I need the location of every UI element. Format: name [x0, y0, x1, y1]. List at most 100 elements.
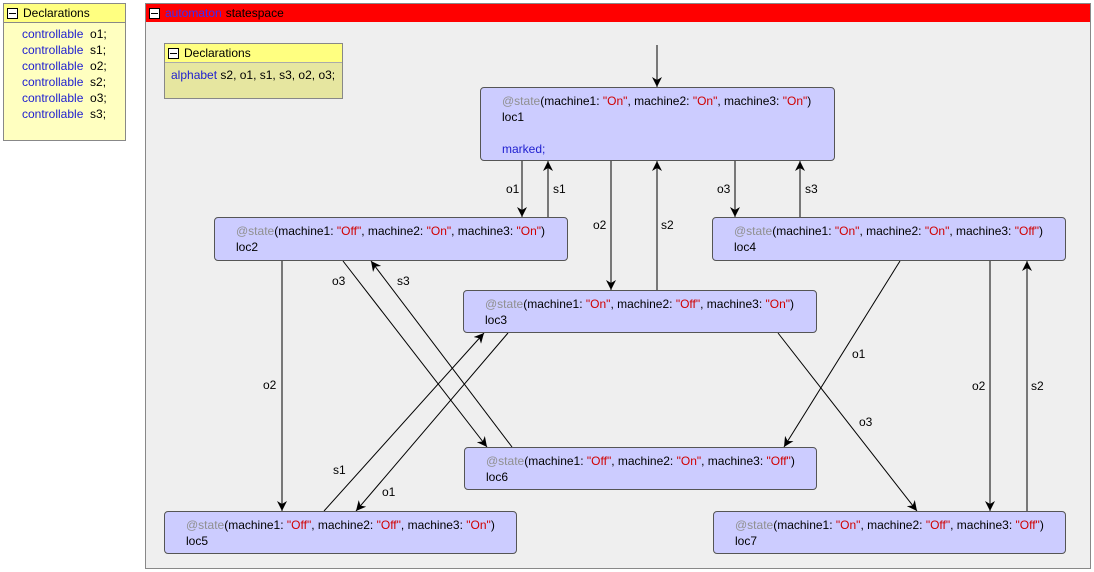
- machine1-value: "On": [834, 224, 860, 238]
- state-keyword: @state: [485, 297, 524, 311]
- machine2-value: "On": [676, 454, 702, 468]
- state-text: , machine2:: [859, 224, 925, 238]
- location-name: loc2: [236, 240, 259, 254]
- state-text: (machine1:: [224, 518, 287, 532]
- state-text: , machine2:: [627, 94, 693, 108]
- state-text: , machine3:: [701, 454, 767, 468]
- edge-label[interactable]: s2: [661, 218, 674, 232]
- spacer: [502, 125, 834, 141]
- declaration-line: controllable o1;: [22, 26, 125, 42]
- controllable-keyword: controllable: [22, 27, 84, 41]
- machine3-value: "On": [782, 94, 808, 108]
- state-text: ): [541, 224, 546, 238]
- controllable-keyword: controllable: [22, 59, 84, 73]
- state-text: , machine3:: [451, 224, 517, 238]
- declaration-line: controllable s1;: [22, 42, 125, 58]
- state-text: , machine2:: [311, 518, 377, 532]
- state-annotation: @state(machine1: "On", machine2: "Off", …: [735, 517, 1065, 533]
- edge-loc3-loc5[interactable]: [355, 332, 509, 512]
- declarations-header: Declarations: [165, 44, 342, 63]
- controllable-keyword: controllable: [22, 107, 84, 121]
- location-name: loc4: [734, 240, 757, 254]
- state-text: (machine1:: [540, 94, 603, 108]
- global-declarations-panel: Declarations controllable o1; controllab…: [3, 3, 126, 141]
- edge-loc6-loc2[interactable]: [370, 260, 513, 448]
- state-text: , machine2:: [860, 518, 926, 532]
- collapse-icon[interactable]: [149, 7, 160, 19]
- edge-loc5-loc3[interactable]: [323, 332, 485, 512]
- edge-label[interactable]: o1: [506, 182, 520, 196]
- state-text: , machine3:: [717, 94, 783, 108]
- location-loc4[interactable]: @state(machine1: "On", machine2: "On", m…: [712, 217, 1066, 261]
- automaton-keyword: automaton: [165, 6, 222, 20]
- state-text: (machine1:: [274, 224, 337, 238]
- declarations-title: Declarations: [23, 6, 90, 20]
- state-text: (machine1:: [773, 518, 836, 532]
- machine3-value: "On": [466, 518, 491, 532]
- edge-label[interactable]: s1: [553, 182, 566, 196]
- location-name: loc7: [735, 534, 758, 548]
- state-keyword: @state: [236, 224, 275, 238]
- edge-label[interactable]: o2: [593, 218, 607, 232]
- controllable-keyword: controllable: [22, 91, 84, 105]
- machine3-value: "On": [765, 297, 791, 311]
- edge-label[interactable]: o3: [717, 182, 731, 196]
- controllable-keyword: controllable: [22, 75, 84, 89]
- state-annotation: @state(machine1: "Off", machine2: "On", …: [486, 453, 816, 469]
- alphabet-keyword: alphabet: [171, 68, 218, 82]
- machine1-value: "On": [835, 518, 861, 532]
- edge-label[interactable]: o1: [382, 485, 396, 499]
- edge-label[interactable]: s2: [1031, 379, 1044, 393]
- machine2-value: "Off": [925, 518, 951, 532]
- state-annotation: @state(machine1: "On", machine2: "On", m…: [734, 223, 1065, 239]
- machine1-value: "On": [602, 94, 628, 108]
- machine2-value: "Off": [675, 297, 701, 311]
- machine2-value: "Off": [376, 518, 401, 532]
- machine1-value: "Off": [336, 224, 362, 238]
- state-keyword: @state: [502, 94, 541, 108]
- declaration-line: controllable s2;: [22, 74, 125, 90]
- declarations-list: controllable o1; controllable s1; contro…: [4, 23, 125, 122]
- state-text: , machine2:: [611, 454, 677, 468]
- declarations-title: Declarations: [184, 46, 251, 60]
- location-loc3[interactable]: @state(machine1: "On", machine2: "Off", …: [463, 290, 817, 333]
- state-text: ): [790, 297, 795, 311]
- state-text: (machine1:: [524, 454, 587, 468]
- state-text: , machine2:: [610, 297, 676, 311]
- edge-label[interactable]: s3: [397, 274, 410, 288]
- automaton-header: automaton statespace: [146, 4, 1090, 22]
- edge-loc4-loc6[interactable]: [783, 260, 901, 448]
- collapse-icon[interactable]: [168, 47, 179, 59]
- edge-label[interactable]: o2: [972, 379, 986, 393]
- location-loc1[interactable]: @state(machine1: "On", machine2: "On", m…: [480, 87, 835, 161]
- automaton-declarations-panel: Declarations alphabet s2, o1, s1, s3, o2…: [164, 43, 343, 99]
- collapse-icon[interactable]: [7, 7, 18, 19]
- machine3-value: "On": [516, 224, 542, 238]
- edge-label[interactable]: o3: [332, 274, 346, 288]
- edge-label[interactable]: o3: [859, 415, 873, 429]
- location-loc2[interactable]: @state(machine1: "Off", machine2: "On", …: [214, 217, 568, 261]
- location-loc6[interactable]: @state(machine1: "Off", machine2: "On", …: [464, 447, 817, 490]
- edge-label[interactable]: s1: [333, 463, 346, 477]
- edge-label[interactable]: s3: [805, 182, 818, 196]
- event-name: s2;: [90, 75, 107, 89]
- edge-label[interactable]: o2: [263, 378, 277, 392]
- declaration-line: controllable o3;: [22, 90, 125, 106]
- edge-label[interactable]: o1: [852, 347, 866, 361]
- location-name: loc1: [502, 110, 525, 124]
- machine2-value: "On": [692, 94, 718, 108]
- state-text: (machine1:: [523, 297, 586, 311]
- event-name: o1;: [90, 27, 107, 41]
- machine1-value: "Off": [286, 518, 312, 532]
- edge-loc2-loc6[interactable]: [342, 260, 488, 448]
- location-loc7[interactable]: @state(machine1: "On", machine2: "Off", …: [713, 511, 1066, 554]
- state-annotation: @state(machine1: "On", machine2: "Off", …: [485, 296, 816, 312]
- location-loc5[interactable]: @state(machine1: "Off", machine2: "Off",…: [164, 511, 517, 554]
- event-name: s1;: [90, 43, 107, 57]
- controllable-keyword: controllable: [22, 43, 84, 57]
- machine2-value: "On": [426, 224, 452, 238]
- declaration-line: controllable o2;: [22, 58, 125, 74]
- state-text: ): [1039, 518, 1044, 532]
- edge-loc3-loc7[interactable]: [777, 332, 918, 512]
